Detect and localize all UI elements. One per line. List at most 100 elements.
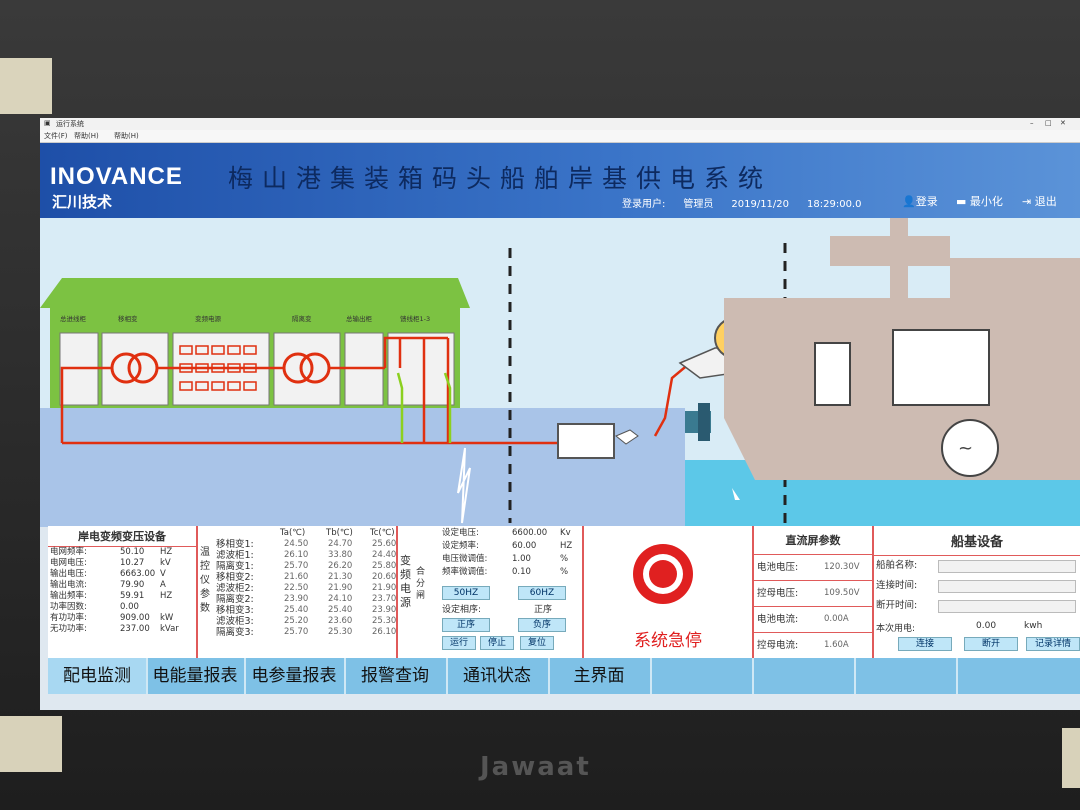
temperature-value: 24.40 xyxy=(372,550,397,560)
tab-energy-report[interactable]: 电能量报表 xyxy=(146,658,246,694)
tape-top-left xyxy=(0,58,52,114)
menu-help-1[interactable]: 帮助(H) xyxy=(74,132,99,140)
dc-row-label: 控母电压: xyxy=(757,588,799,599)
negative-sequence-button[interactable]: 负序 xyxy=(518,618,566,632)
disconnect-button[interactable]: 断开 xyxy=(964,637,1018,651)
ship-panel: 船基设备 船舶名称:连接时间:断开时间: 本次用电: 0.00 kwh 连接 断… xyxy=(874,526,1080,658)
tab-empty-2[interactable] xyxy=(752,658,856,694)
vfd-row-unit: % xyxy=(560,567,569,577)
maximize-window-button[interactable]: □ xyxy=(1045,119,1052,127)
shore-row-value: 79.90 xyxy=(120,580,145,590)
tab-main-screen[interactable]: 主界面 xyxy=(548,658,652,694)
shore-row-unit: kW xyxy=(160,613,174,623)
ship-panel-title: 船基设备 xyxy=(874,526,1080,556)
ship-field-label: 船舶名称: xyxy=(876,560,918,571)
temperature-value: 25.40 xyxy=(328,605,353,615)
temperature-value: 23.60 xyxy=(328,616,353,626)
temperature-value: 21.60 xyxy=(284,572,309,582)
connect-button[interactable]: 连接 xyxy=(898,637,952,651)
exit-button[interactable]: ⇥ 退出 xyxy=(1022,195,1057,208)
temperature-value: 23.70 xyxy=(372,594,397,604)
phase-label: 设定相序: xyxy=(442,605,482,615)
tab-communication-status[interactable]: 通讯状态 xyxy=(446,658,550,694)
record-details-button[interactable]: 记录详情 xyxy=(1026,637,1080,651)
phase-value: 正序 xyxy=(534,605,553,615)
login-button[interactable]: 👤登录 xyxy=(902,195,938,208)
ship-field-input[interactable] xyxy=(938,560,1076,573)
temperature-value: 26.10 xyxy=(372,627,397,637)
energy-label: 本次用电: xyxy=(876,624,916,634)
minimize-window-button[interactable]: – xyxy=(1030,119,1034,127)
menu-file[interactable]: 文件(F) xyxy=(44,132,68,140)
vfd-row-label: 电压微调值: xyxy=(442,554,488,564)
tab-alarm-query[interactable]: 报警查询 xyxy=(344,658,448,694)
shore-row-unit: V xyxy=(160,569,166,579)
dc-row: 控母电流:1.60A xyxy=(754,633,872,659)
temperature-value: 23.90 xyxy=(284,594,309,604)
shore-row-label: 输出频率: xyxy=(50,591,87,601)
ship-field-input[interactable] xyxy=(938,580,1076,593)
60hz-button[interactable]: 60HZ xyxy=(518,586,566,600)
date-display: 2019/11/20 xyxy=(731,199,790,210)
energy-value: 0.00 xyxy=(976,621,997,631)
boundary-lines xyxy=(508,243,787,523)
vfd-row-unit: Kv xyxy=(560,528,571,538)
temperature-value: 26.20 xyxy=(328,561,353,571)
temperature-side-label: 温控仪参数 xyxy=(200,547,210,614)
dc-row-value: 120.30V xyxy=(824,562,860,572)
shore-row-unit: kVar xyxy=(160,624,179,634)
inovance-logo: INOVANCE xyxy=(50,163,183,190)
label-phase-shift: 移相变 xyxy=(118,314,138,323)
tab-empty-1[interactable] xyxy=(650,658,754,694)
stop-button[interactable]: 停止 xyxy=(480,636,514,650)
ship-field-input[interactable] xyxy=(938,600,1076,613)
menu-help-2[interactable]: 帮助(H) xyxy=(114,132,139,140)
temperature-value: 24.10 xyxy=(328,594,353,604)
ship-field-row: 船舶名称: xyxy=(874,556,1080,576)
temperature-value: 23.90 xyxy=(372,605,397,615)
minimize-button[interactable]: ▬ 最小化 xyxy=(956,195,1003,208)
temperature-value: 21.90 xyxy=(328,583,353,593)
temperature-row-label: 隔离变1: xyxy=(216,561,254,572)
run-button[interactable]: 运行 xyxy=(442,636,476,650)
tab-power-monitoring[interactable]: 配电监测 xyxy=(48,658,148,694)
temperature-value: 24.50 xyxy=(284,539,309,549)
window-title: 运行系统 xyxy=(56,120,84,128)
reset-button[interactable]: 复位 xyxy=(520,636,554,650)
temperature-value: 25.20 xyxy=(284,616,309,626)
temperature-row-label: 滤波柜3: xyxy=(216,616,254,627)
monitor-brand: Jawaat xyxy=(480,752,591,782)
ship-field-label: 连接时间: xyxy=(876,580,918,591)
vfd-row-value: 60.00 xyxy=(512,541,537,551)
dc-row: 电池电压:120.30V xyxy=(754,555,872,581)
temperature-value: 24.70 xyxy=(328,539,353,549)
tab-empty-4[interactable] xyxy=(956,658,1080,694)
estop-button[interactable] xyxy=(584,530,752,625)
cabinet-isolation xyxy=(273,332,341,406)
mouse-cursor-icon xyxy=(732,488,740,500)
tab-parameter-report[interactable]: 电参量报表 xyxy=(244,658,346,694)
temperature-value: 25.60 xyxy=(372,539,397,549)
ship: ~ xyxy=(724,218,1080,480)
shore-row-value: 0.00 xyxy=(120,602,139,612)
tab-empty-3[interactable] xyxy=(854,658,958,694)
shore-row-value: 59.91 xyxy=(120,591,145,601)
vfd-row-label: 设定频率: xyxy=(442,541,479,551)
close-window-button[interactable]: ✕ xyxy=(1060,119,1066,127)
temperature-value: 25.70 xyxy=(284,561,309,571)
positive-sequence-button[interactable]: 正序 xyxy=(442,618,490,632)
50hz-button[interactable]: 50HZ xyxy=(442,586,490,600)
estop-panel: 系统急停 xyxy=(584,526,754,658)
switch-side-label: 合分闸 xyxy=(416,567,426,601)
cabinet-feeders xyxy=(387,332,455,406)
power-diagram: 总进线柜 移相变 变频电源 隔离变 总输出柜 馈线柜1-3 xyxy=(40,218,1080,527)
